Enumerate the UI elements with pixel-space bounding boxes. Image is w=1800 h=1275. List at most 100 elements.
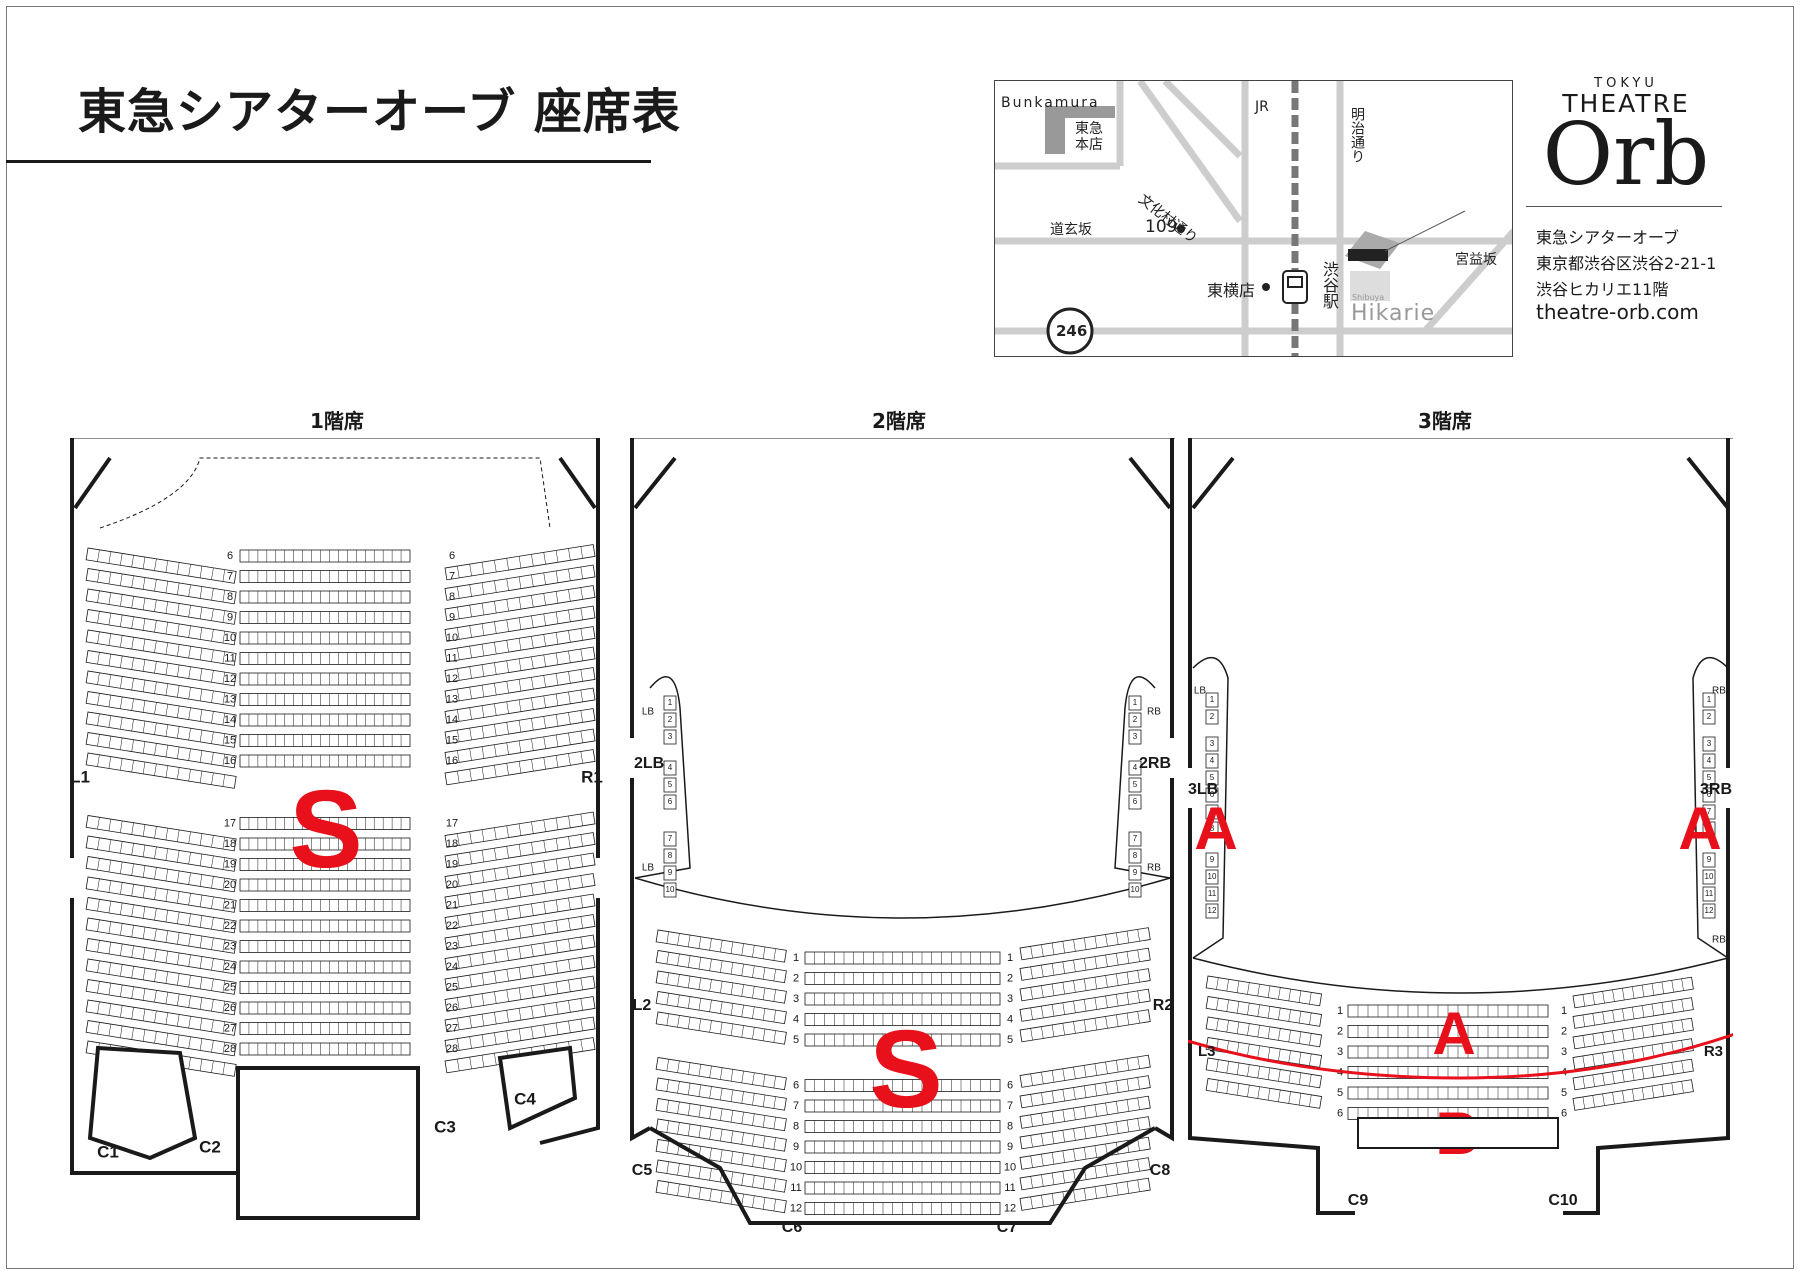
floor-1-left-row-seat-divider — [97, 837, 100, 850]
floor-1-left-row-seat-divider — [142, 741, 146, 754]
floor-1-rank-s: S — [289, 768, 362, 891]
floor-1-left-row-seat-divider — [211, 629, 214, 642]
floor-1-right-row-seat-divider — [531, 883, 534, 896]
floor-1-right-row-seat-divider — [494, 848, 497, 861]
floor-1-right-row-seat-divider — [531, 1006, 534, 1019]
floor-1-left-row-seat-divider — [177, 582, 180, 595]
floor-1-left-row-seat-divider — [154, 908, 157, 921]
floor-1-center-row — [239, 713, 411, 727]
floor-3-rb-seat-number: 7 — [1707, 807, 1712, 816]
floor-1-row-number-left: 14 — [224, 714, 236, 726]
floor-1-left-row — [85, 609, 237, 646]
floor-1-row-number-left: 18 — [224, 838, 236, 850]
floor-1-right-row-seat-divider — [506, 1030, 509, 1043]
floor-1-right-row-seat-divider — [531, 759, 534, 772]
floor-1-left-row-seat-divider — [142, 906, 146, 919]
floor-1-left-row-seat-divider — [222, 754, 226, 767]
floor-1-right-row-seat-divider — [555, 920, 559, 933]
floor-1-row-number-right: 23 — [446, 940, 458, 952]
floor-1-right-row-seat-divider — [469, 748, 472, 761]
floor-1-right-row-seat-divider — [580, 730, 583, 743]
floor-2-left-row-seat-divider — [677, 1101, 680, 1114]
floor-2-rb-seat — [1128, 695, 1142, 711]
floor-2-left-row-seat-divider — [773, 948, 776, 961]
floor-1-left-row-seat-divider — [131, 904, 134, 917]
floor-1-left-row — [85, 815, 237, 852]
floor-1-right-row-seat-divider — [531, 697, 534, 710]
floor-2-left-row-seat-divider — [709, 1147, 712, 1160]
floor-3-left-row-seat-divider — [1298, 990, 1302, 1003]
floor-1-left-row-seat-divider — [165, 971, 169, 984]
floor-1-left-row-seat-divider — [120, 943, 123, 956]
floor-1-right-row-seat-divider — [481, 993, 485, 1006]
floor-1-left-row-seat-divider — [108, 592, 112, 605]
floor-1-left-row-seat-divider — [188, 872, 191, 885]
floor-1-left-row-seat-divider — [131, 843, 134, 856]
floor-3-left-row-seat-divider — [1288, 989, 1291, 1001]
floor-1-left-row-seat-divider — [165, 910, 169, 923]
floor-2-left-row-seat-divider — [677, 1122, 680, 1135]
floor-1-right-row — [444, 544, 596, 581]
floor-3-control-booth — [1357, 1117, 1559, 1149]
floor-3-left-row-seat-divider — [1309, 1033, 1312, 1046]
floor-1-left-row-seat-divider — [131, 966, 134, 979]
floor-1-row-number-left: 20 — [224, 879, 236, 891]
floor-1-right-row-seat-divider — [494, 889, 497, 902]
floor-2-right-row-seat-divider — [1137, 1159, 1140, 1172]
floor-1-center-row-outline — [239, 1001, 411, 1015]
floor-1-right-row-seat-divider — [469, 625, 472, 638]
floor-1-right-row-seat-divider — [494, 1032, 497, 1045]
page-title: 東急シアターオーブ 座席表 — [78, 84, 681, 140]
floor-3-right-row — [1572, 976, 1694, 1009]
floor-1-left-row-seat-divider — [154, 949, 157, 962]
floor-1-left-row-seat-divider — [211, 1019, 214, 1032]
floor-3-rb-seat — [1702, 821, 1716, 837]
floor-2-left-row-seat-divider — [698, 936, 702, 949]
floor-3-right-row-seat-divider — [1582, 1014, 1586, 1027]
floor-3-row-number-right: 3 — [1561, 1046, 1567, 1058]
floor-1-right-row-seat-divider — [457, 668, 460, 681]
floor-2-right-row-seat-divider — [1083, 999, 1087, 1012]
floor-2-right-row-seat-divider — [1126, 1099, 1130, 1112]
floor-3-left-row-seat-divider — [1236, 1021, 1240, 1034]
address-street: 東京都渋谷区渋谷2-21-1 — [1536, 254, 1717, 273]
floor-1-left-row-seat-divider — [165, 560, 169, 573]
floor-1-row-number-right: 18 — [446, 838, 458, 850]
floor-1-right-row-seat-divider — [568, 877, 571, 890]
floor-2-right-row-seat-divider — [1116, 953, 1119, 966]
floor-1-right-row-seat-divider — [494, 1012, 497, 1025]
floor-1-left-row — [85, 999, 237, 1036]
floor-1-right-row-seat-divider — [494, 601, 497, 614]
floor-1-row-number-right: 13 — [446, 693, 458, 705]
floor-1-right-row — [444, 564, 596, 601]
floor-2-left-row-seat-divider — [687, 1017, 691, 1029]
floor-2-right-row-seat-divider — [1126, 1161, 1130, 1173]
floor-1-left-row-seat-divider — [142, 556, 146, 569]
floor-2-rb-seat-number: 1 — [1133, 698, 1138, 707]
floor-2-left-row-seat-divider — [752, 1113, 755, 1126]
floor-2-right-row-seat-divider — [1062, 1068, 1065, 1081]
floor-1-left-row-seat-divider — [97, 590, 100, 603]
floor-1-left-row-outline — [85, 588, 237, 625]
floor-1-left-row-seat-divider — [199, 977, 203, 989]
floor-1-left-row-seat-divider — [97, 631, 100, 644]
floor-2-rb-seat-number: 6 — [1133, 797, 1138, 806]
floor-1-center-row — [239, 570, 411, 583]
floor-1-center-row-outline — [239, 940, 411, 953]
floor-1-left-row-seat-divider — [165, 992, 169, 1005]
floor-1-left-row — [85, 917, 237, 954]
floor-3-left-wall — [1188, 438, 1355, 1215]
floor-1-door-c1-box — [87, 1045, 198, 1161]
floor-1-right-row-seat-divider — [568, 712, 571, 725]
address-url[interactable]: theatre-orb.com — [1536, 300, 1699, 324]
floor-1-left-row-seat-divider — [97, 960, 100, 973]
floor-3-left-row-seat-divider — [1236, 1083, 1240, 1096]
floor-2-row-number-right: 5 — [1007, 1034, 1013, 1046]
floor-1-right-row-seat-divider — [555, 858, 559, 871]
floor-1-left-row-seat-divider — [188, 1036, 191, 1049]
floor-2-left-row-seat-divider — [762, 1074, 766, 1087]
floor-1-left-row-outline — [85, 1020, 237, 1057]
floor-2-left-row-seat-divider — [762, 1197, 766, 1210]
floor-3-left-row-outline — [1205, 996, 1323, 1027]
